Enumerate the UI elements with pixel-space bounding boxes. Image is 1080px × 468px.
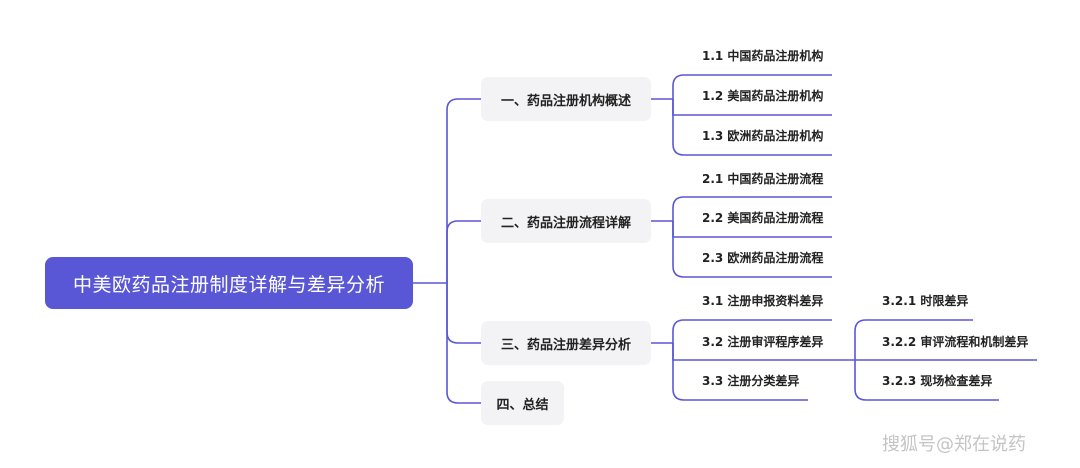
section-node-1[interactable]: 一、药品注册机构概述 — [481, 77, 651, 121]
leaf-node-1-2[interactable]: 1.2 美国药品注册机构 — [702, 89, 824, 103]
section-node-4[interactable]: 四、总结 — [481, 381, 564, 425]
leaf-node-3-2-3[interactable]: 3.2.3 现场检查差异 — [882, 374, 993, 388]
leaf-node-3-3[interactable]: 3.3 注册分类差异 — [702, 374, 800, 388]
leaf-node-3-2[interactable]: 3.2 注册审评程序差异 — [702, 335, 824, 349]
leaf-node-2-2[interactable]: 2.2 美国药品注册流程 — [702, 211, 824, 225]
watermark: 搜狐号@郑在说药 — [882, 434, 1026, 455]
leaf-node-3-1[interactable]: 3.1 注册申报资料差异 — [702, 294, 824, 308]
leaf-node-1-1[interactable]: 1.1 中国药品注册机构 — [702, 49, 824, 63]
leaf-node-3-2-2[interactable]: 3.2.2 审评流程和机制差异 — [882, 335, 1029, 349]
leaf-node-2-3[interactable]: 2.3 欧洲药品注册流程 — [702, 251, 824, 265]
section-node-2[interactable]: 二、药品注册流程详解 — [481, 199, 651, 243]
leaf-node-3-2-1[interactable]: 3.2.1 时限差异 — [882, 294, 969, 308]
root-node[interactable]: 中美欧药品注册制度详解与差异分析 — [45, 257, 413, 309]
leaf-node-2-1[interactable]: 2.1 中国药品注册流程 — [702, 172, 824, 186]
leaf-node-1-3[interactable]: 1.3 欧洲药品注册机构 — [702, 129, 824, 143]
section-node-3[interactable]: 三、药品注册差异分析 — [481, 321, 651, 365]
